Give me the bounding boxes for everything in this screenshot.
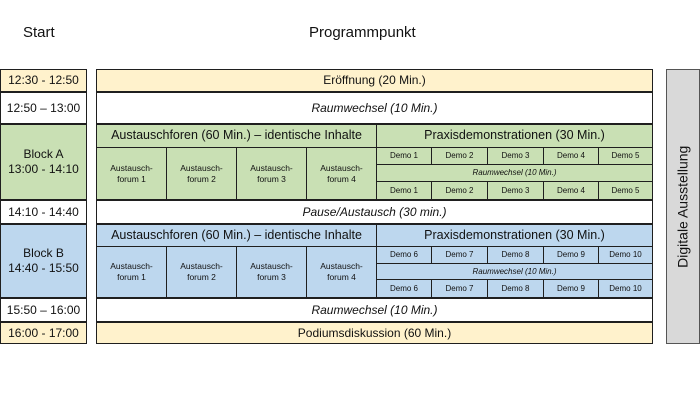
forum-label: forum 2	[187, 272, 216, 282]
block-a-demo-4b: Demo 4	[543, 181, 599, 200]
block-b-time: 14:40 - 15:50	[8, 261, 79, 275]
block-a-demo-5b: Demo 5	[598, 181, 653, 200]
forum-label: Austausch-	[110, 261, 153, 272]
block-b-demo-6: Demo 6	[376, 246, 432, 264]
forum-label: forum 4	[327, 173, 356, 184]
program-header: Programmpunkt	[309, 24, 416, 41]
room-change-row-2: Raumwechsel (10 Min.)	[96, 298, 653, 322]
block-a-forum-2: Austausch-forum 2	[166, 147, 237, 200]
time-block-a: Block A 13:00 - 14:10	[0, 124, 87, 200]
block-b-demo-8: Demo 8	[487, 246, 544, 264]
block-b-demo-9b: Demo 9	[543, 279, 599, 298]
block-b-demo-8b: Demo 8	[487, 279, 544, 298]
pause-row: Pause/Austausch (30 min.)	[96, 200, 653, 224]
block-b-demo-10b: Demo 10	[598, 279, 653, 298]
block-a-demo-room-change: Raumwechsel (10 Min.)	[376, 164, 653, 182]
forum-label: forum 3	[257, 272, 286, 282]
forum-label: forum 2	[187, 173, 216, 184]
block-b-demo-7b: Demo 7	[431, 279, 488, 298]
block-b-forum-4: Austausch-forum 4	[306, 246, 377, 298]
block-b-label: Block B	[23, 246, 64, 260]
block-a-demo-5: Demo 5	[598, 147, 653, 165]
forum-label: Austausch-	[180, 261, 223, 272]
start-header: Start	[23, 24, 55, 41]
forum-label: forum 1	[117, 272, 146, 282]
block-a-forum-1: Austausch-forum 1	[96, 147, 167, 200]
block-a-demo-1: Demo 1	[376, 147, 432, 165]
time-1600: 16:00 - 17:00	[0, 322, 87, 344]
forum-label: Austausch-	[320, 162, 363, 173]
block-a-time: 13:00 - 14:10	[8, 162, 79, 176]
forum-label: Austausch-	[250, 261, 293, 272]
forum-label: forum 4	[327, 272, 356, 282]
time-1410: 14:10 - 14:40	[0, 200, 87, 224]
digital-exhibition-label: Digitale Ausstellung	[674, 145, 691, 268]
block-b-forum-header: Austauschforen (60 Min.) – identische In…	[96, 224, 377, 247]
block-b-demo-7: Demo 7	[431, 246, 488, 264]
forum-label: Austausch-	[180, 162, 223, 173]
forum-label: forum 3	[257, 173, 286, 184]
block-b-demo-6b: Demo 6	[376, 279, 432, 298]
block-b-forum-3: Austausch-forum 3	[236, 246, 307, 298]
block-a-demo-3b: Demo 3	[487, 181, 544, 200]
block-b-demo-10: Demo 10	[598, 246, 653, 264]
panel-discussion-row: Podiumsdiskussion (60 Min.)	[96, 322, 653, 344]
time-1250: 12:50 – 13:00	[0, 92, 87, 124]
block-b-demo-room-change: Raumwechsel (10 Min.)	[376, 263, 653, 280]
time-1230: 12:30 - 12:50	[0, 69, 87, 92]
room-change-row: Raumwechsel (10 Min.)	[96, 92, 653, 124]
block-a-forum-3: Austausch-forum 3	[236, 147, 307, 200]
block-a-demo-2: Demo 2	[431, 147, 488, 165]
forum-label: Austausch-	[110, 162, 153, 173]
block-a-demo-1b: Demo 1	[376, 181, 432, 200]
block-a-demo-3: Demo 3	[487, 147, 544, 165]
forum-label: forum 1	[117, 173, 146, 184]
digital-exhibition-bar: Digitale Ausstellung	[666, 69, 700, 344]
time-1550: 15:50 – 16:00	[0, 298, 87, 322]
forum-label: Austausch-	[320, 261, 363, 272]
block-a-forum-4: Austausch-forum 4	[306, 147, 377, 200]
block-b-demo-9: Demo 9	[543, 246, 599, 264]
block-b-forum-2: Austausch-forum 2	[166, 246, 237, 298]
forum-label: Austausch-	[250, 162, 293, 173]
opening-row: Eröffnung (20 Min.)	[96, 69, 653, 92]
block-a-forum-header: Austauschforen (60 Min.) – identische In…	[96, 124, 377, 148]
block-b-forum-1: Austausch-forum 1	[96, 246, 167, 298]
block-a-label: Block A	[23, 147, 64, 161]
block-b-demo-header: Praxisdemonstrationen (30 Min.)	[376, 224, 653, 247]
time-block-b: Block B 14:40 - 15:50	[0, 224, 87, 298]
block-a-demo-2b: Demo 2	[431, 181, 488, 200]
block-a-demo-header: Praxisdemonstrationen (30 Min.)	[376, 124, 653, 148]
block-a-demo-4: Demo 4	[543, 147, 599, 165]
